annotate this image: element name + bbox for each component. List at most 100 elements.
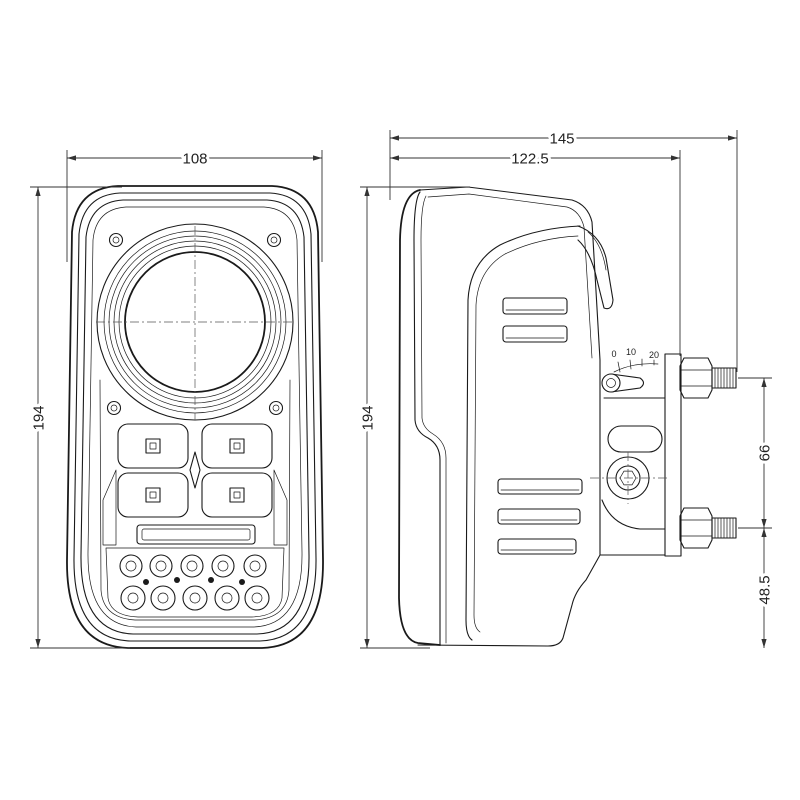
led-lens	[211, 554, 235, 578]
tilt-scale-tick	[617, 361, 621, 373]
screw-icon	[108, 232, 124, 248]
led-marker-dot	[143, 579, 149, 585]
front-bezel-outer	[80, 199, 310, 635]
dimension-arrowhead	[390, 135, 399, 141]
top-visor	[577, 225, 614, 310]
lower-bolt-height-label: 48.5	[756, 575, 773, 604]
led-module-bottom-right	[201, 472, 273, 518]
side-reflector-right	[273, 469, 288, 546]
front-width-label: 108	[182, 150, 207, 167]
cooling-fin	[497, 508, 581, 525]
led-module-bottom-left	[117, 472, 189, 518]
screw-icon	[106, 400, 122, 416]
tilt-scale-label: 0	[611, 349, 616, 359]
cooling-fins-lower	[497, 478, 583, 555]
housing-depth-label: 122.5	[511, 150, 549, 167]
lens-cover-step-inner	[420, 195, 447, 644]
led-lens-core	[189, 592, 201, 604]
led-lens	[182, 585, 208, 611]
tilt-scale-label: 10	[626, 347, 636, 357]
top-visor-edge	[587, 231, 607, 271]
led-lens-core	[155, 560, 167, 572]
screw-head	[270, 236, 278, 244]
dimension-arrowhead	[671, 155, 680, 161]
led-lens	[119, 554, 143, 578]
mounting-bracket: 0 10 20	[590, 347, 682, 557]
cooling-fins-upper	[502, 297, 568, 343]
overall-depth-label: 145	[549, 130, 574, 147]
tilt-knob-center	[606, 378, 616, 388]
front-view	[66, 185, 324, 649]
light-bar-inner	[141, 528, 251, 541]
bolt-spacing-label: 66	[756, 445, 773, 462]
led-lens	[243, 554, 267, 578]
screw-head	[112, 236, 120, 244]
hex-nut-face	[679, 369, 713, 387]
lower-mounting-bolt	[679, 507, 737, 549]
front-screws	[106, 232, 284, 416]
led-lens	[244, 585, 270, 611]
screw-head	[110, 404, 118, 412]
led-marker-dot	[239, 579, 245, 585]
hex-nut-icon	[679, 357, 713, 399]
led-lens	[214, 585, 240, 611]
upper-mounting-bolt	[679, 357, 737, 399]
cooling-fin	[502, 297, 568, 315]
dimension-arrowheads	[35, 135, 767, 648]
tilt-pointer	[610, 373, 645, 393]
stud-threads	[714, 367, 734, 389]
lower-led-area	[105, 547, 285, 618]
side-reflector-left	[102, 469, 117, 546]
side-housing-outline	[417, 186, 601, 647]
dimension-arrowhead	[67, 155, 76, 161]
lens-cover-step	[413, 191, 441, 646]
led-chip-core	[149, 491, 157, 499]
housing-side-panel-inner	[473, 235, 579, 633]
tilt-scale-tick	[629, 359, 632, 370]
adjustment-slot	[607, 425, 663, 453]
side-lens-cover	[398, 189, 441, 646]
housing-shell-inner	[427, 193, 593, 359]
dimension-lines	[37, 137, 765, 648]
light-bar	[136, 524, 256, 545]
stud-threads	[714, 517, 734, 539]
dimension-arrowhead	[761, 519, 767, 528]
led-chip	[145, 438, 161, 454]
led-chip	[229, 438, 245, 454]
dimension-arrowhead	[761, 378, 767, 387]
front-housing-rim	[73, 192, 317, 642]
dimension-arrowhead	[35, 639, 41, 648]
led-chip	[229, 487, 245, 503]
led-modules	[102, 423, 288, 546]
lower-led-array	[105, 547, 285, 618]
front-height-label: 194	[30, 405, 47, 430]
bracket-lower-curve	[601, 499, 666, 530]
front-housing-outer	[66, 185, 324, 649]
side-height-label: 194	[359, 405, 376, 430]
tilt-scale-label: 20	[649, 350, 659, 360]
led-marker-dot	[174, 577, 180, 583]
led-lens-core	[127, 592, 139, 604]
led-lens-core	[157, 592, 169, 604]
module-divider-diamond	[189, 451, 201, 489]
tilt-scale-arc	[613, 363, 659, 373]
lower-panel-outline	[99, 379, 291, 621]
dimension-arrowhead	[390, 155, 399, 161]
tilt-knob-icon	[601, 373, 621, 393]
dimension-arrowhead	[313, 155, 322, 161]
led-lens	[120, 585, 146, 611]
led-module-top-right	[201, 423, 273, 469]
dimension-arrowhead	[761, 528, 767, 537]
dimension-arrowhead	[364, 187, 370, 196]
led-chip-core	[233, 442, 241, 450]
dimensions: 108 194 145 122.5 194 66 48.5	[27, 127, 776, 649]
led-lens-core	[217, 560, 229, 572]
side-view: 0 10 20	[398, 186, 737, 647]
led-lens-core	[125, 560, 137, 572]
led-lens-core	[221, 592, 233, 604]
bracket-plate	[664, 353, 682, 557]
cooling-fin	[497, 478, 583, 495]
dimension-arrowhead	[728, 135, 737, 141]
hex-nut-icon	[679, 507, 713, 549]
